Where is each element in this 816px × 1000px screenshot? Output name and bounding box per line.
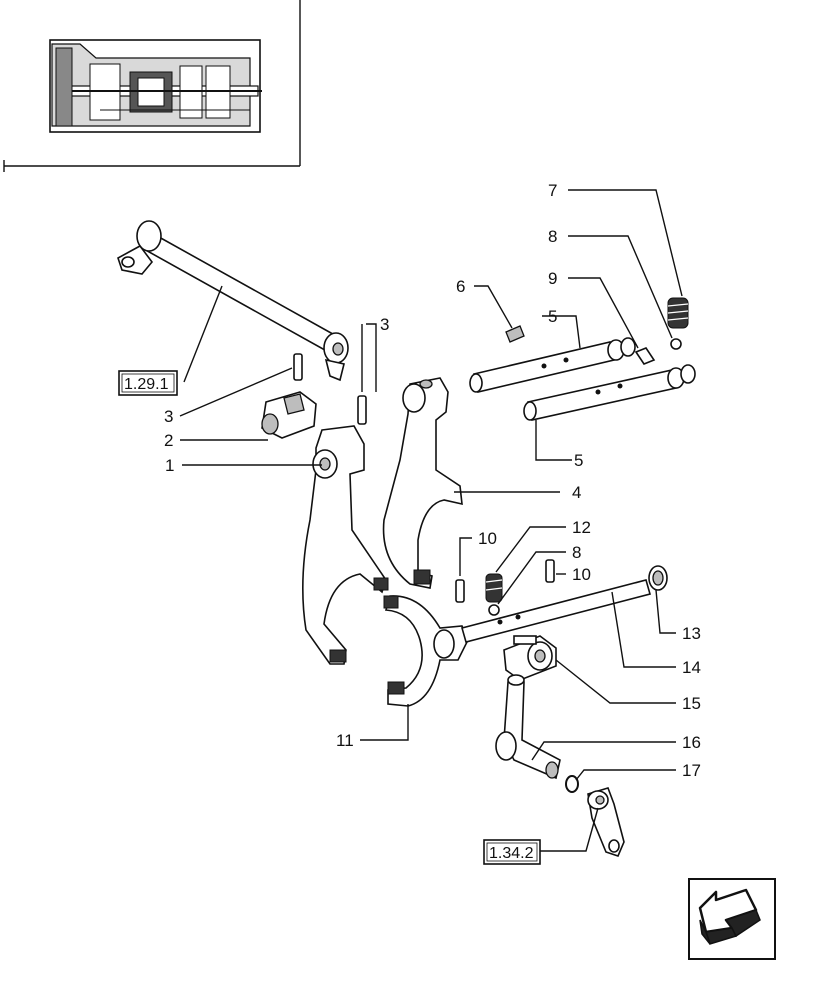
selector-shaft-5-lower	[523, 364, 696, 421]
ball-8-upper	[670, 338, 682, 350]
selector-shaft-5-upper	[469, 337, 636, 393]
shift-fork-1	[302, 425, 389, 665]
callout-12: 12	[572, 518, 591, 537]
callout-2: 2	[164, 431, 173, 450]
arrow-back-icon	[698, 888, 761, 945]
inset-frame	[3, 0, 301, 172]
shift-fork-11	[383, 595, 469, 707]
leader-lines	[179, 189, 683, 852]
pin-10-left	[455, 579, 465, 603]
callout-16: 16	[682, 733, 701, 752]
lever-shaft-16	[495, 674, 561, 780]
callout-14: 14	[682, 658, 701, 677]
callout-8-upper: 8	[548, 227, 557, 246]
o-ring-17	[565, 775, 579, 793]
callout-13: 13	[682, 624, 701, 643]
roll-pin-3-left	[293, 353, 303, 381]
pin-10-right	[545, 559, 555, 583]
spring-12	[485, 573, 503, 603]
callout-5-lower: 5	[574, 451, 583, 470]
back-navigation-button[interactable]	[688, 878, 776, 960]
reference-box-1-29-1[interactable]: 1.29.1	[118, 370, 178, 396]
shift-fork-4	[382, 377, 463, 589]
pin-9	[634, 347, 656, 365]
lever-arm	[587, 787, 625, 857]
callout-3-left: 3	[164, 407, 173, 426]
selector-15	[503, 635, 557, 681]
reference-1-34-2-label: 1.34.2	[489, 845, 534, 862]
selector-rod-14	[461, 579, 651, 643]
roll-pin-3-right	[357, 395, 367, 425]
bush-13	[648, 565, 668, 591]
shift-rod-assembly	[117, 220, 349, 382]
gearbox-inset-image	[49, 39, 262, 133]
selector-block-2	[261, 391, 317, 439]
reference-box-1-34-2[interactable]: 1.34.2	[483, 839, 541, 865]
callout-7: 7	[548, 181, 557, 200]
callout-6: 6	[456, 277, 465, 296]
callout-5-upper: 5	[548, 307, 557, 326]
callout-labels: 1 2 3 3 4 5 5 6 7 8 8 9 10 10 11 12 13 1…	[164, 181, 701, 780]
callout-15: 15	[682, 694, 701, 713]
callout-3-right: 3	[380, 315, 389, 334]
spring-7	[667, 297, 689, 329]
callout-9: 9	[548, 269, 557, 288]
callout-1: 1	[165, 456, 174, 475]
callout-10-right: 10	[572, 565, 591, 584]
plug-6	[505, 325, 525, 343]
callout-17: 17	[682, 761, 701, 780]
reference-1-29-1-label: 1.29.1	[124, 376, 169, 393]
callout-11: 11	[336, 731, 354, 750]
callout-4: 4	[572, 483, 581, 502]
callout-8-lower: 8	[572, 543, 581, 562]
callout-10-left: 10	[478, 529, 497, 548]
ball-8-lower	[488, 604, 500, 616]
